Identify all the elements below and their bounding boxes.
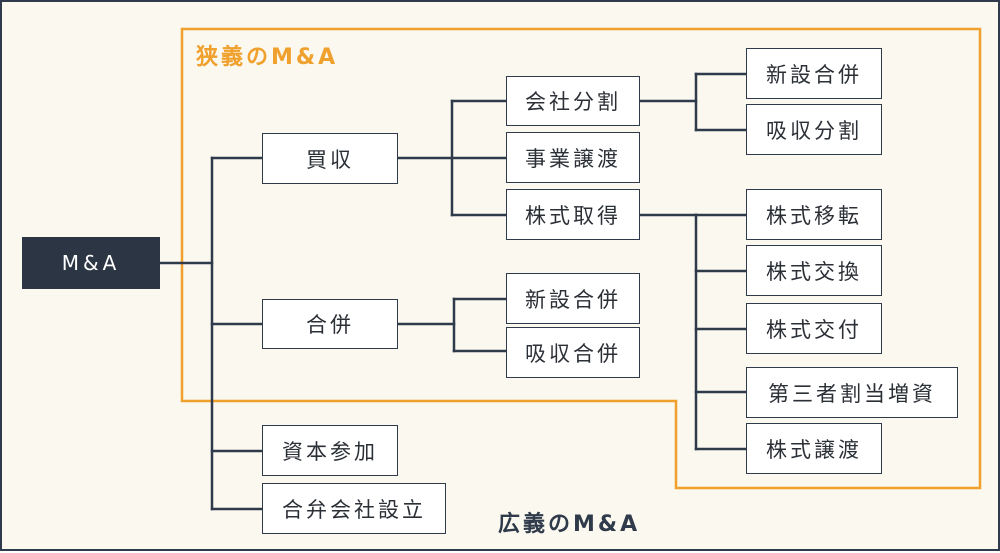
node-share-transfer: 株式移転: [746, 189, 882, 240]
node-share-sale: 株式譲渡: [746, 423, 882, 474]
node-capital-participation: 資本参加: [262, 425, 398, 476]
node-merger: 合併: [262, 299, 398, 349]
node-split-absorption: 吸収分割: [746, 104, 882, 155]
node-business-transfer: 事業譲渡: [506, 132, 640, 183]
node-split-new: 新設合併: [746, 48, 882, 99]
node-acquisition: 買収: [262, 133, 398, 184]
narrow-ma-label: 狭義のM&A: [196, 45, 339, 70]
node-share-exchange: 株式交換: [746, 245, 882, 296]
node-share-acquisition: 株式取得: [506, 189, 640, 240]
node-joint-venture: 合弁会社設立: [262, 483, 446, 534]
node-merger-new: 新設合併: [506, 273, 640, 324]
narrow-scope-boundary: [180, 27, 982, 490]
node-company-split: 会社分割: [506, 76, 640, 126]
node-third-party-allotment: 第三者割当増資: [746, 367, 958, 418]
node-share-delivery: 株式交付: [746, 303, 882, 354]
node-merger-absorption: 吸収合併: [506, 327, 640, 378]
node-ma: M&A: [22, 237, 160, 289]
broad-ma-label: 広義のM&A: [498, 512, 641, 537]
